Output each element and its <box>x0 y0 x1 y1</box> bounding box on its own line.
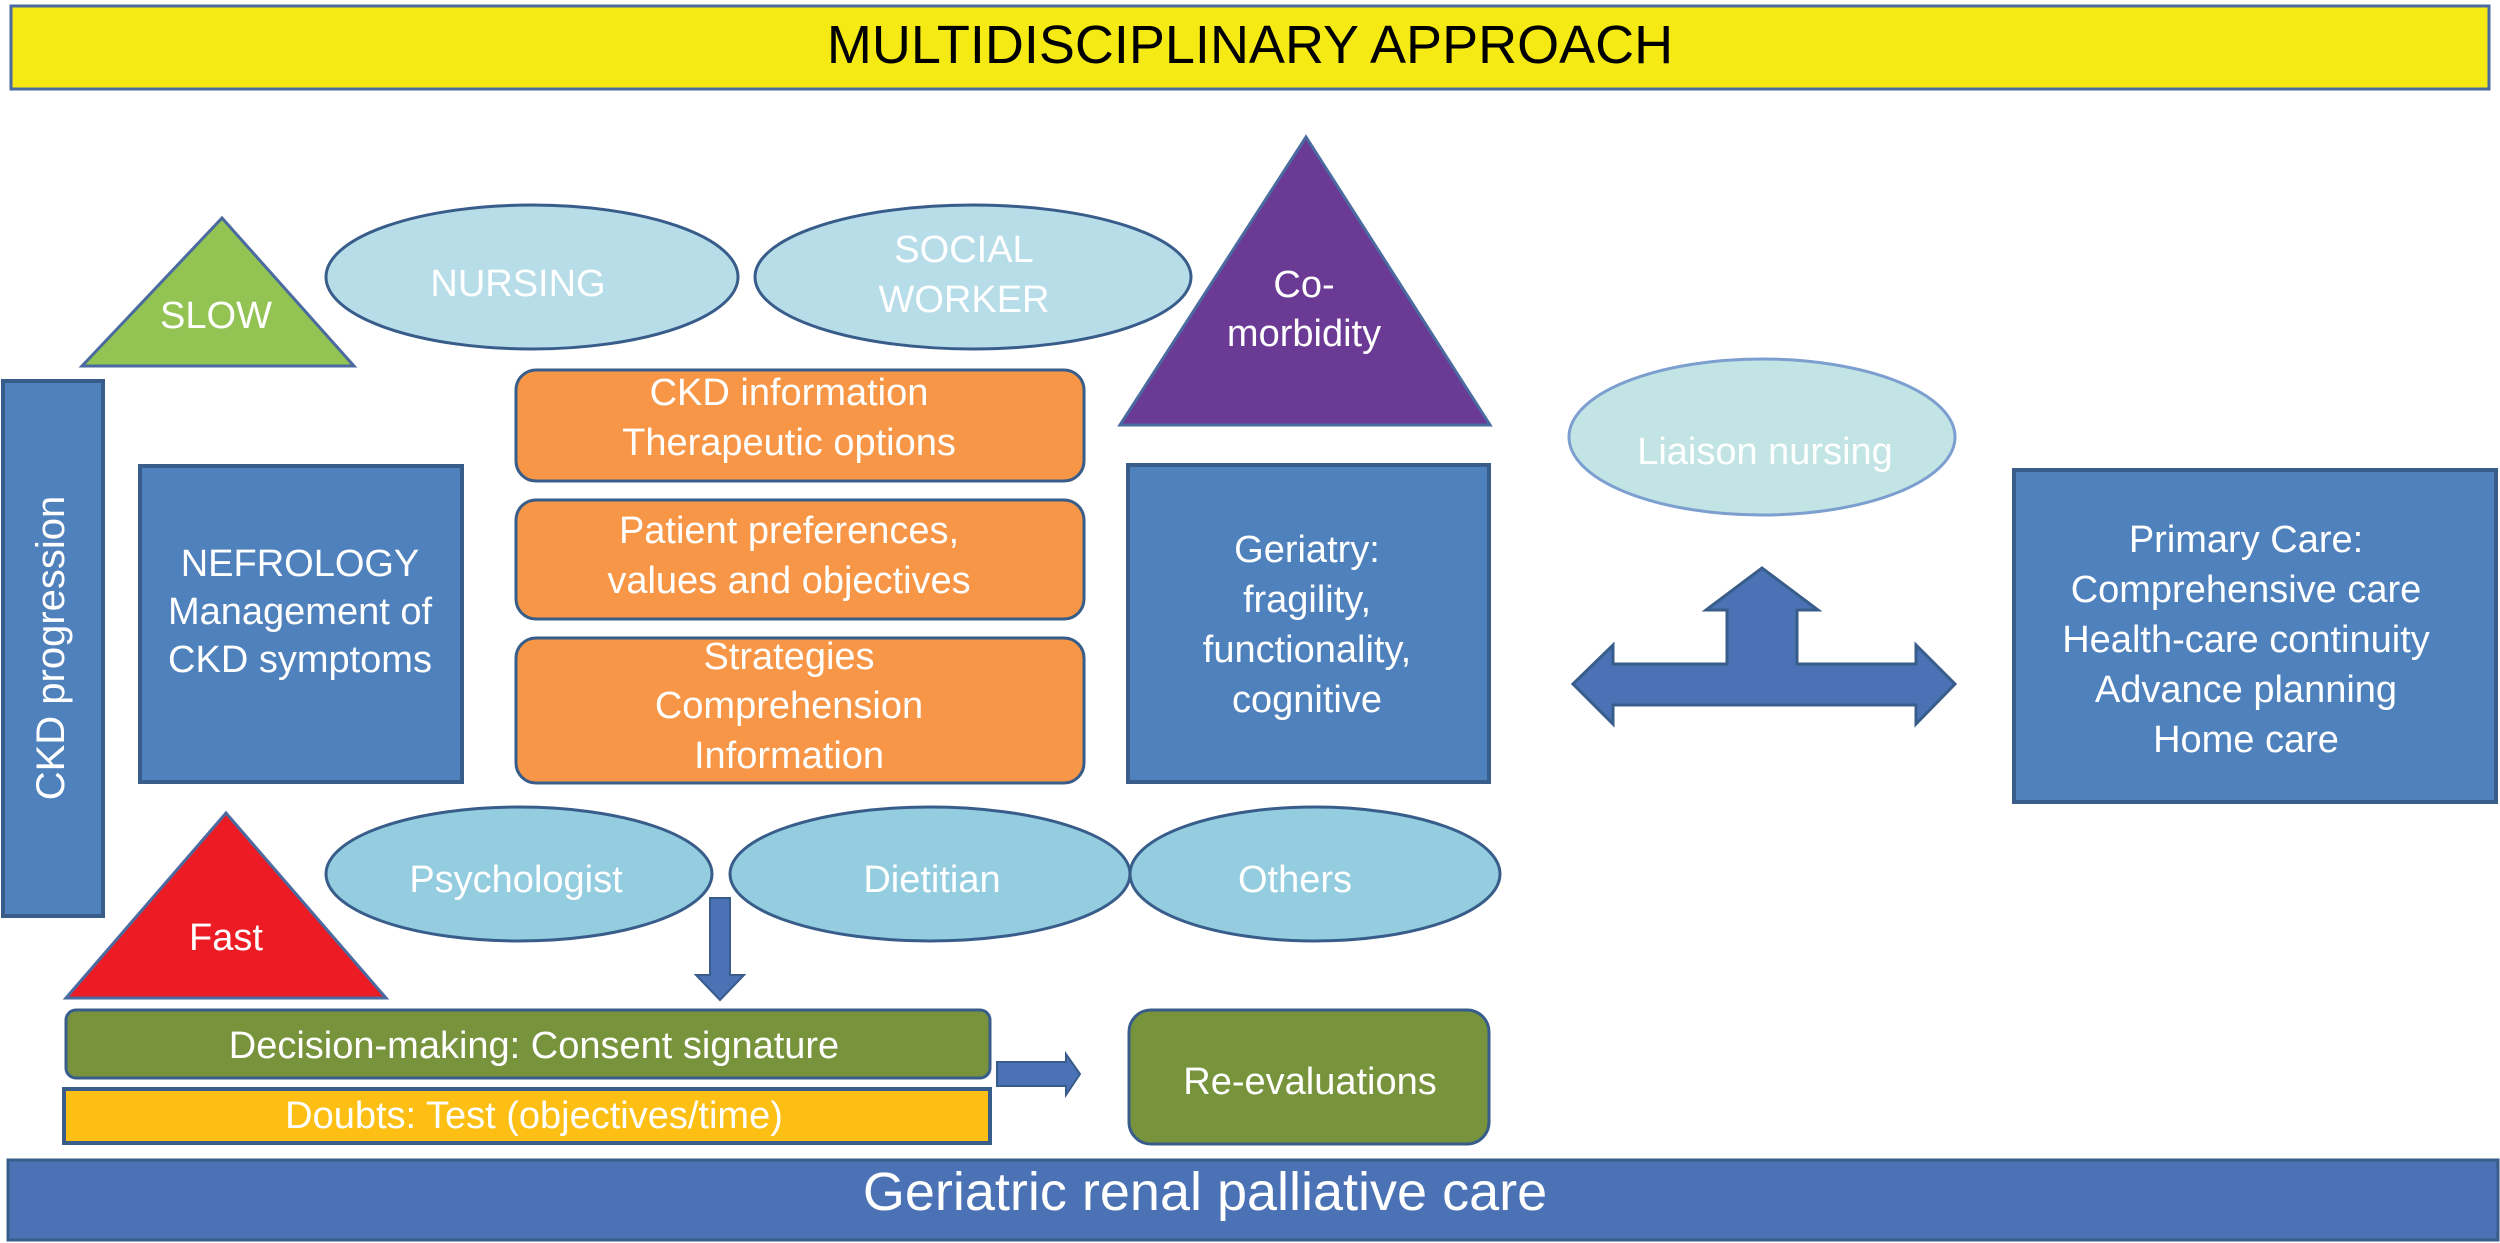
title-banner: MULTIDISCIPLINARY APPROACH <box>9 4 2491 91</box>
liaison-nursing-ellipse: Liaison nursing <box>1567 357 1957 517</box>
center-box-preferences-bg <box>514 498 1086 621</box>
slow-triangle: SLOW <box>78 215 358 368</box>
decision-making-label: Decision-making: Consent signature <box>229 1025 839 1067</box>
footer-banner: Geriatric renal palliative care <box>6 1158 2500 1242</box>
center-box-ckd-info-line-2: Therapeutic options <box>622 422 956 464</box>
primary-care-line-5: Home care <box>2153 719 2339 761</box>
geriatry-line-1: Geriatry: <box>1234 529 1380 571</box>
center-box-preferences-line-2: values and objectives <box>607 560 970 602</box>
primary-care-line-1: Primary Care: <box>2129 519 2363 561</box>
arrow-down-icon <box>693 897 747 1002</box>
center-box-strategies-line-1: Strategies <box>703 636 874 678</box>
social-worker-ellipse: SOCIAL WORKER <box>753 203 1193 351</box>
geriatry-line-4: cognitive <box>1232 679 1382 721</box>
primary-care-line-3: Health-care continuity <box>2062 619 2430 661</box>
others-ellipse-shape <box>1128 805 1502 943</box>
doubts-label: Doubts: Test (objectives/time) <box>285 1095 783 1137</box>
arrow-right-shape <box>996 1050 1082 1099</box>
ckd-progression-bar: CKD progression <box>1 379 105 918</box>
slow-label: SLOW <box>160 295 272 337</box>
nefrology-box-bg <box>138 464 464 784</box>
title-banner-bg <box>9 4 2491 91</box>
title-text: MULTIDISCIPLINARY APPROACH <box>827 15 1673 75</box>
comorbidity-triangle: Co- morbidity <box>1117 134 1493 427</box>
geriatry-line-3: functionality, <box>1203 629 1411 671</box>
social-worker-ellipse-shape <box>753 203 1193 351</box>
footer-banner-bg <box>6 1158 2500 1242</box>
geriatry-box-bg <box>1126 463 1491 784</box>
fast-triangle-shape <box>62 810 390 1000</box>
nursing-label: NURSING <box>430 263 605 305</box>
reevaluations-label: Re-evaluations <box>1183 1061 1436 1103</box>
decision-making-bg <box>64 1008 992 1080</box>
decision-making-bar: Decision-making: Consent signature <box>64 1008 992 1080</box>
liaison-nursing-label: Liaison nursing <box>1637 431 1893 473</box>
nefrology-line-3: CKD symptoms <box>168 639 432 681</box>
arrow-down-shape <box>693 897 747 1002</box>
psychologist-ellipse-shape <box>324 805 714 943</box>
nursing-ellipse: NURSING <box>324 203 740 351</box>
geriatry-line-2: fragility, <box>1243 579 1371 621</box>
comorbidity-triangle-shape <box>1117 134 1493 427</box>
center-box-ckd-info-line-1: CKD information <box>650 372 929 414</box>
slow-triangle-shape <box>78 215 358 368</box>
center-box-preferences: Patient preferences, values and objectiv… <box>514 498 1086 621</box>
comorbidity-line-1: Co- <box>1273 264 1334 306</box>
nursing-ellipse-shape <box>324 203 740 351</box>
nefrology-line-1: NEFROLOGY <box>181 543 420 585</box>
social-worker-line-2: WORKER <box>879 279 1050 321</box>
ckd-progression-bg <box>1 379 105 918</box>
social-worker-line-1: SOCIAL <box>894 229 1033 271</box>
psychologist-label: Psychologist <box>409 859 623 901</box>
others-label: Others <box>1238 859 1352 901</box>
psychologist-ellipse: Psychologist <box>324 805 714 943</box>
center-box-ckd-info: CKD information Therapeutic options <box>514 368 1086 483</box>
t-arrow-shape <box>1570 566 1958 728</box>
nefrology-box: NEFROLOGY Management of CKD symptoms <box>138 464 464 784</box>
center-box-strategies: Strategies Comprehension Information <box>514 636 1086 785</box>
doubts-bar: Doubts: Test (objectives/time) <box>62 1087 992 1145</box>
comorbidity-line-2: morbidity <box>1227 313 1381 355</box>
double-arrow-with-up-branch-icon <box>1570 566 1958 728</box>
dietitian-label: Dietitian <box>863 859 1000 901</box>
liaison-nursing-ellipse-shape <box>1567 357 1957 517</box>
others-ellipse: Others <box>1128 805 1502 943</box>
primary-care-line-2: Comprehensive care <box>2071 569 2422 611</box>
fast-label: Fast <box>189 917 263 959</box>
center-box-strategies-line-2: Comprehension <box>655 685 923 727</box>
center-box-strategies-bg <box>514 636 1086 785</box>
primary-care-line-4: Advance planning <box>2095 669 2397 711</box>
reevaluations-box: Re-evaluations <box>1127 1008 1491 1146</box>
arrow-right-icon <box>996 1050 1082 1099</box>
center-box-preferences-line-1: Patient preferences, <box>619 510 959 552</box>
footer-label: Geriatric renal palliative care <box>863 1162 1547 1222</box>
reevaluations-bg <box>1127 1008 1491 1146</box>
nefrology-line-2: Management of <box>168 591 432 633</box>
center-box-strategies-line-3: Information <box>694 735 884 777</box>
doubts-bg <box>62 1087 992 1145</box>
primary-care-box: Primary Care: Comprehensive care Health-… <box>2012 468 2498 804</box>
fast-triangle: Fast <box>62 810 390 1000</box>
ckd-progression-label: CKD progression <box>29 496 73 801</box>
dietitian-ellipse: Dietitian <box>728 805 1132 943</box>
primary-care-box-bg <box>2012 468 2498 804</box>
center-box-ckd-info-bg <box>514 368 1086 483</box>
geriatry-box: Geriatry: fragility, functionality, cogn… <box>1126 463 1491 784</box>
